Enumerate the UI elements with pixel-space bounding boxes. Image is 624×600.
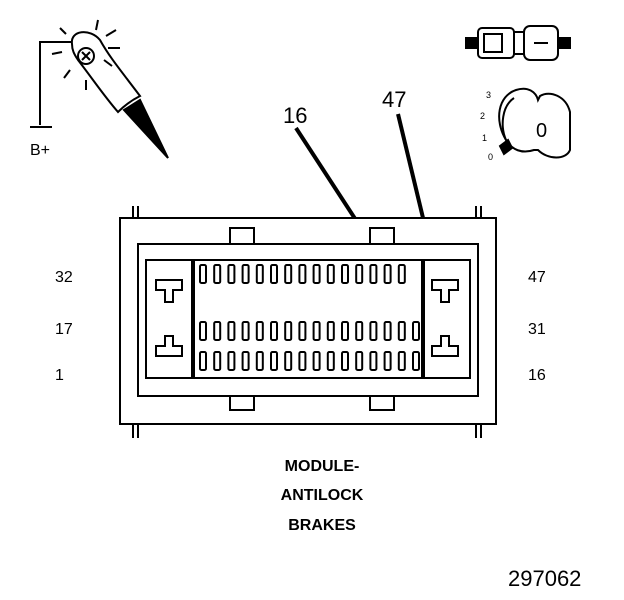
terminal-cavity bbox=[284, 321, 293, 341]
pin-label-16: 16 bbox=[528, 367, 546, 384]
terminal-cavity bbox=[312, 264, 321, 284]
terminal-cavity bbox=[355, 351, 364, 371]
terminal-cavity bbox=[227, 351, 236, 371]
terminal-cavity bbox=[255, 264, 264, 284]
terminal-cavity bbox=[369, 264, 378, 284]
pin-label-1: 1 bbox=[55, 367, 64, 384]
polarization-keys bbox=[155, 279, 459, 357]
terminal-cavity bbox=[341, 264, 349, 284]
terminal-cavity bbox=[270, 321, 278, 341]
terminal-cavities bbox=[199, 264, 420, 371]
terminal-cavity bbox=[255, 351, 264, 371]
terminal-cavity bbox=[298, 351, 307, 371]
ignition-position-1: 1 bbox=[482, 133, 487, 143]
terminal-cavity bbox=[355, 264, 364, 284]
connector-plug-icon bbox=[465, 25, 571, 61]
terminal-cavity bbox=[255, 321, 264, 341]
terminal-cavity bbox=[326, 351, 335, 371]
ignition-key-symbol: 0 bbox=[536, 120, 547, 142]
caption-line-2: ANTILOCK bbox=[281, 487, 364, 504]
terminal-cavity bbox=[355, 321, 364, 341]
terminal-cavity bbox=[341, 321, 349, 341]
pin-label-47: 47 bbox=[528, 269, 546, 286]
test-light-probe-icon bbox=[30, 19, 169, 159]
ignition-position-2: 2 bbox=[480, 111, 485, 121]
terminal-cavity bbox=[284, 264, 293, 284]
terminal-cavity bbox=[397, 264, 406, 284]
terminal-cavity bbox=[383, 321, 392, 341]
terminal-cavity bbox=[241, 264, 250, 284]
terminal-cavity bbox=[199, 351, 207, 371]
terminal-cavity bbox=[326, 321, 335, 341]
caption-line-1: MODULE- bbox=[285, 458, 360, 475]
terminal-cavity bbox=[412, 321, 420, 341]
pin-label-31: 31 bbox=[528, 321, 546, 338]
terminal-cavity bbox=[213, 264, 222, 284]
terminal-cavity bbox=[383, 351, 392, 371]
caption-line-3: BRAKES bbox=[288, 517, 356, 534]
terminal-cavity bbox=[369, 321, 378, 341]
terminal-cavity bbox=[383, 264, 392, 284]
connector-housing bbox=[119, 206, 497, 438]
terminal-cavity bbox=[341, 351, 349, 371]
terminal-cavity bbox=[270, 351, 278, 371]
terminal-cavity bbox=[397, 321, 406, 341]
ignition-position-3: 3 bbox=[486, 90, 491, 100]
terminal-cavity bbox=[312, 321, 321, 341]
terminal-cavity bbox=[199, 321, 207, 341]
terminal-cavity bbox=[397, 351, 406, 371]
terminal-cavity bbox=[412, 351, 420, 371]
ignition-switch-icon bbox=[498, 87, 571, 159]
terminal-cavity bbox=[213, 351, 222, 371]
figure-number: 297062 bbox=[508, 566, 581, 591]
probe-label: B+ bbox=[30, 142, 50, 159]
terminal-cavity bbox=[241, 321, 250, 341]
terminal-cavity bbox=[227, 321, 236, 341]
terminal-cavity bbox=[284, 351, 293, 371]
terminal-cavity bbox=[326, 264, 335, 284]
terminal-cavity bbox=[369, 351, 378, 371]
terminal-cavity bbox=[270, 264, 278, 284]
terminal-cavity bbox=[199, 264, 207, 284]
pin-label-32: 32 bbox=[55, 269, 73, 286]
callout-47: 47 bbox=[382, 87, 406, 112]
terminal-cavity bbox=[227, 264, 236, 284]
terminal-cavity bbox=[298, 264, 307, 284]
terminal-cavity bbox=[241, 351, 250, 371]
terminal-cavity bbox=[213, 321, 222, 341]
ignition-position-0: 0 bbox=[488, 152, 493, 162]
callout-16: 16 bbox=[283, 103, 307, 128]
pin-label-17: 17 bbox=[55, 321, 73, 338]
terminal-cavity bbox=[312, 351, 321, 371]
terminal-cavity bbox=[298, 321, 307, 341]
